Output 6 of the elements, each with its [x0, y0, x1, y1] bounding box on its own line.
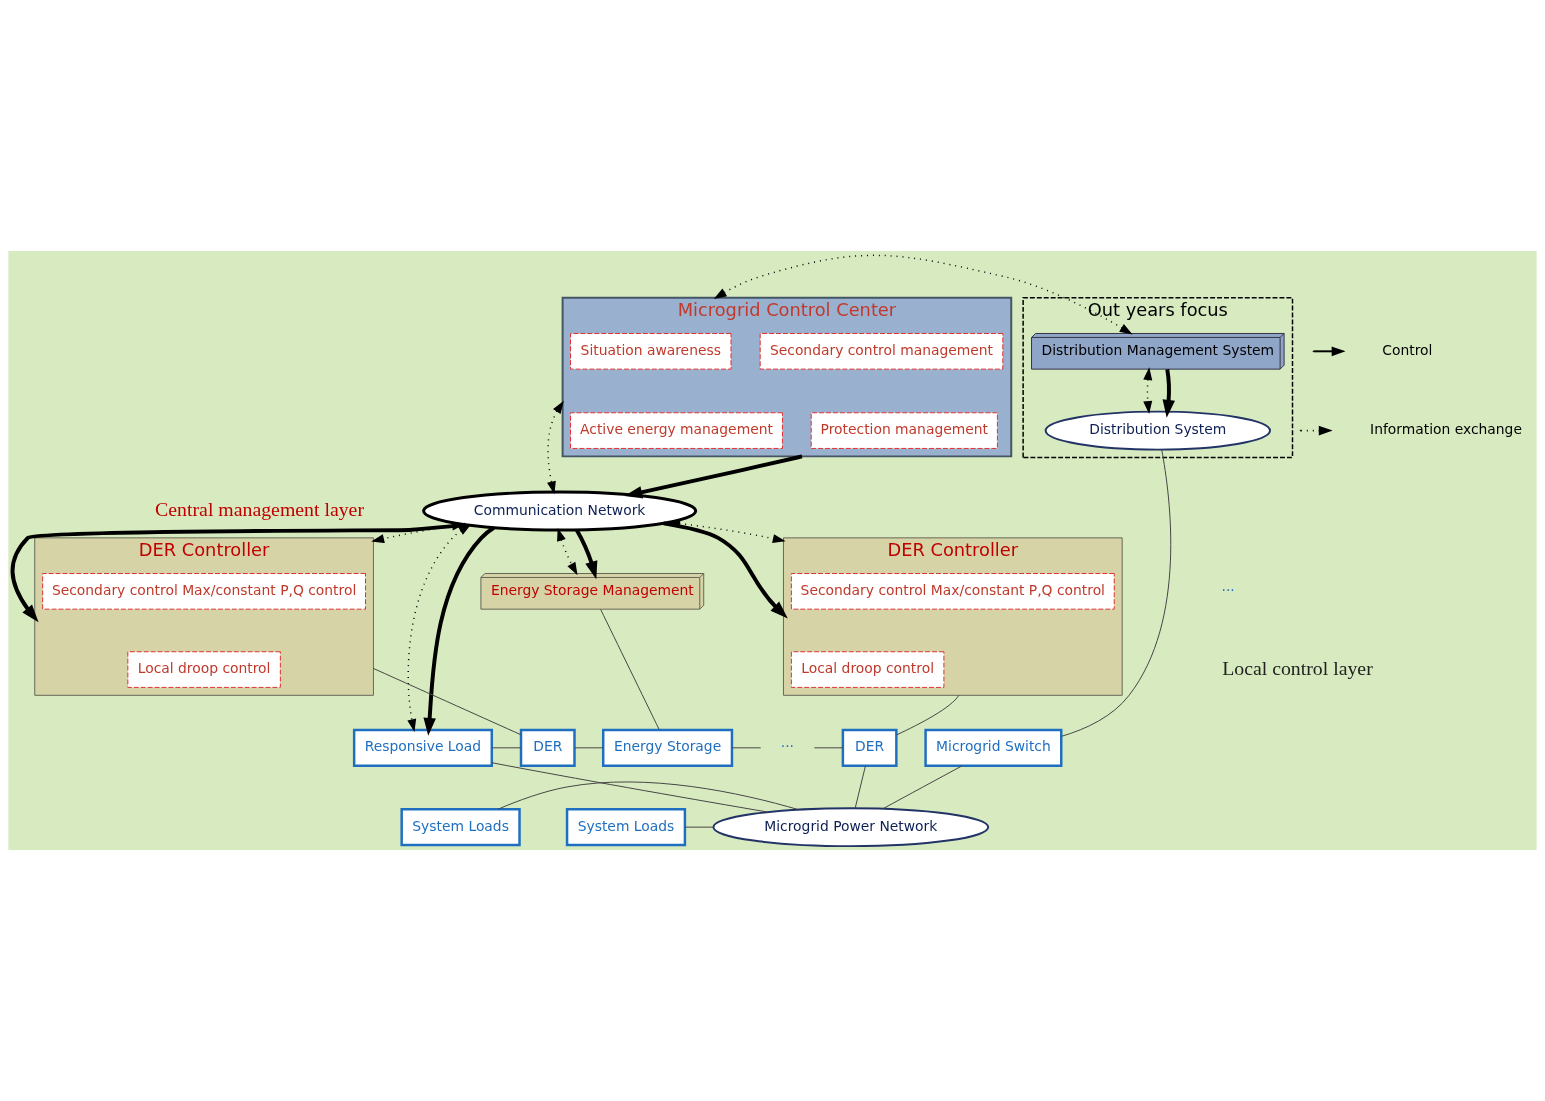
legend-label: Information exchange [1370, 421, 1522, 438]
label: Local control layer [1222, 656, 1373, 679]
label: Central management layer [155, 497, 364, 520]
label: ··· [1221, 582, 1235, 598]
node-text: ··· [780, 738, 795, 755]
legend-label: Control [1382, 341, 1433, 358]
